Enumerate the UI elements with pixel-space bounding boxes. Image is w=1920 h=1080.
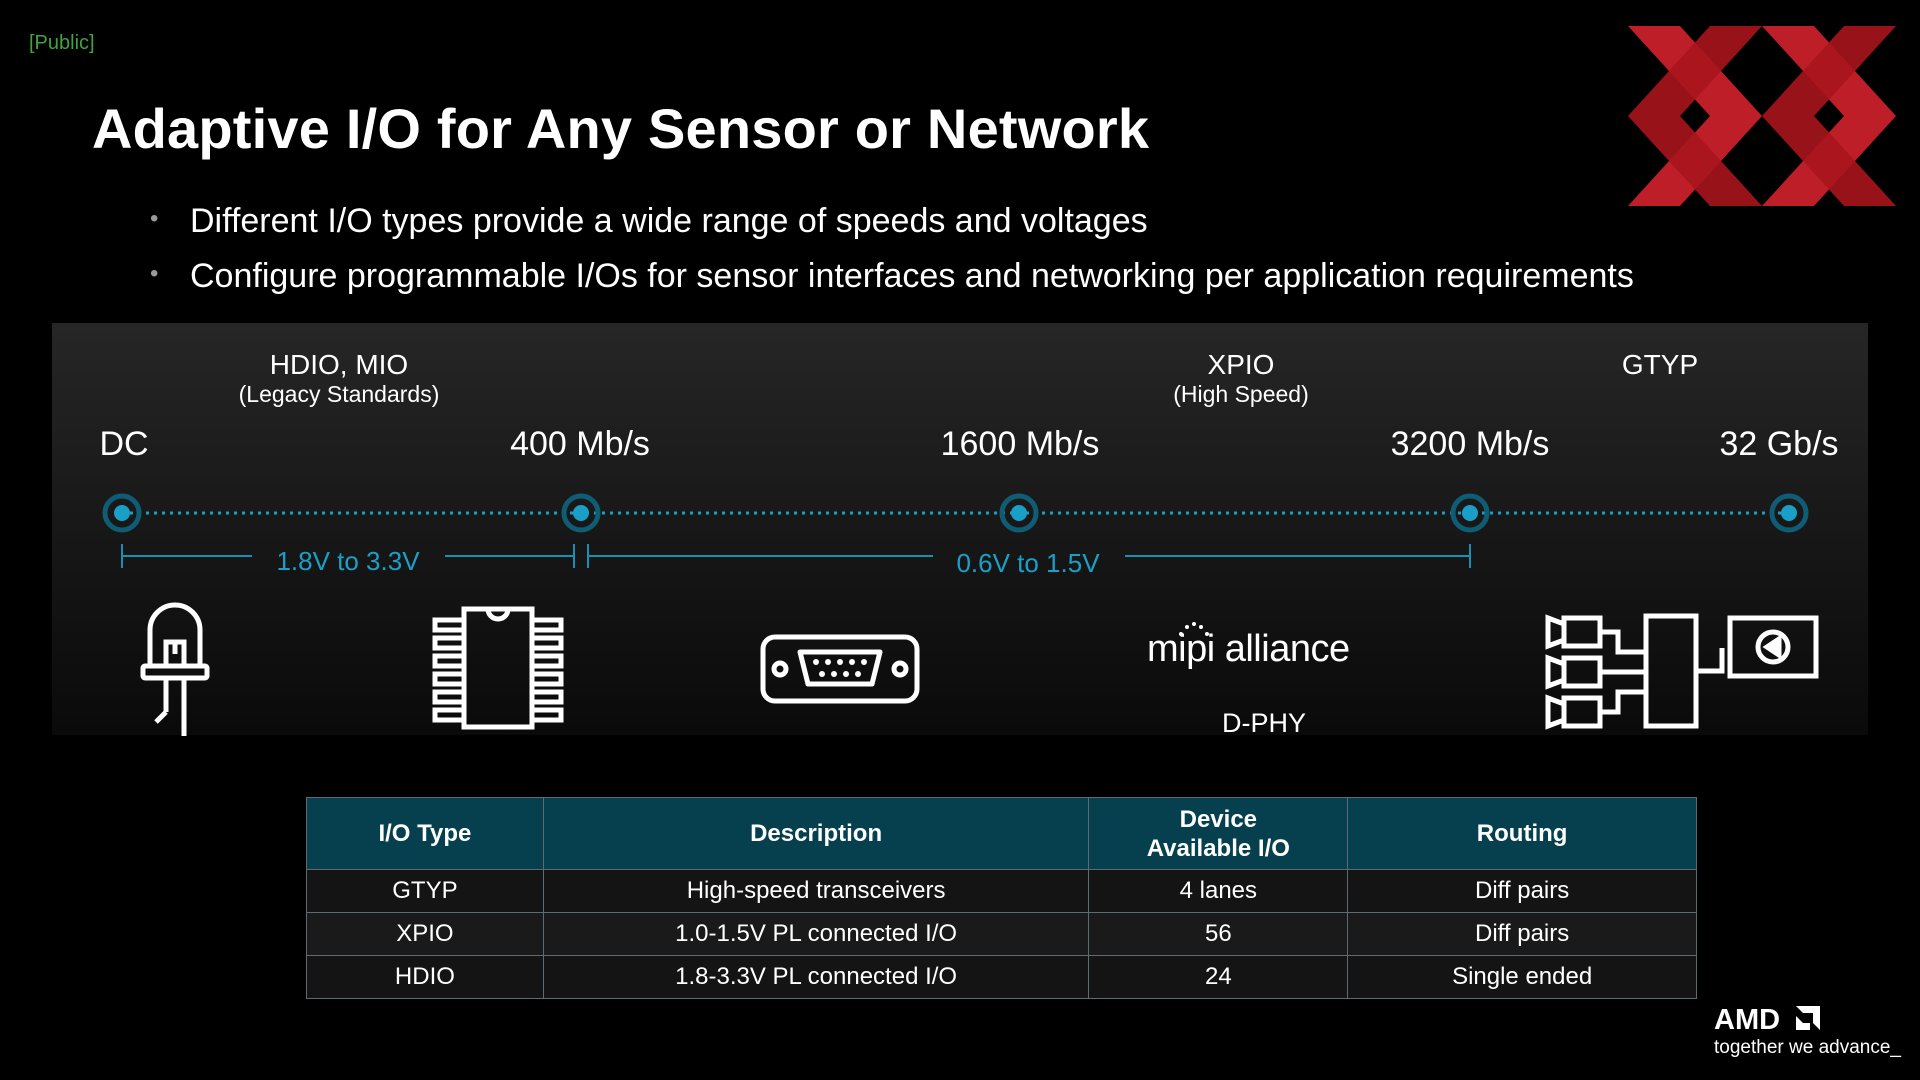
category-gtyp: GTYP: [1621, 349, 1699, 380]
voltage-range-hdio: 1.8V to 3.3V: [276, 546, 420, 576]
speed-label-1600: 1600 Mb/s: [940, 425, 1100, 463]
column-header-io-type: I/O Type: [306, 797, 544, 870]
timeline-node-center: [1011, 505, 1027, 521]
transceiver-block-icon: [1545, 613, 1819, 730]
led-icon: [140, 602, 210, 736]
voltage-range-xpio: 0.6V to 1.5V: [956, 548, 1100, 578]
table-row: XPIO 1.0-1.5V PL connected I/O 56 Diff p…: [306, 912, 1697, 956]
mipi-dots-icon: [1179, 622, 1209, 636]
timeline-node: [561, 493, 601, 533]
column-header-available-io: Device Available I/O: [1088, 797, 1349, 870]
timeline-node-center: [114, 505, 130, 521]
table-cell: 1.8-3.3V PL connected I/O: [542, 955, 1090, 999]
amd-logo-icon: AMD: [1714, 1004, 1820, 1034]
table-cell: Single ended: [1347, 955, 1697, 999]
timeline-node: [1450, 493, 1490, 533]
table-cell: GTYP: [306, 869, 544, 913]
column-header-description: Description: [542, 797, 1090, 870]
table-cell: XPIO: [306, 912, 544, 956]
svg-text:AMD: AMD: [1714, 1004, 1780, 1034]
bullet-item: •Configure programmable I/Os for sensor …: [150, 257, 1634, 295]
table-cell: 4 lanes: [1088, 869, 1349, 913]
ic-chip-icon: [432, 606, 564, 730]
table-cell: High-speed transceivers: [542, 869, 1090, 913]
slide-title: Adaptive I/O for Any Sensor or Network: [92, 97, 1150, 160]
timeline-node: [999, 493, 1039, 533]
table-row: GTYP High-speed transceivers 4 lanes Dif…: [306, 869, 1697, 913]
timeline-node-center: [1781, 505, 1797, 521]
column-header-routing: Routing: [1347, 797, 1697, 870]
timeline-node-center: [573, 505, 589, 521]
bullet-dot-icon: •: [150, 205, 159, 233]
classification-label: [Public]: [29, 32, 95, 54]
table-cell: Diff pairs: [1347, 869, 1697, 913]
timeline-node: [1769, 493, 1809, 533]
table-cell: 1.0-1.5V PL connected I/O: [542, 912, 1090, 956]
speed-label-32g: 32 Gb/s: [1719, 425, 1839, 463]
timeline-node: [102, 493, 142, 533]
speed-timeline: [102, 493, 1809, 568]
io-type-table: I/O Type Description Device Available I/…: [306, 797, 1697, 999]
table-cell: HDIO: [306, 955, 544, 999]
xilinx-x-logo-icon: [1628, 26, 1896, 206]
timeline-node-center: [1462, 505, 1478, 521]
table-row: HDIO 1.8-3.3V PL connected I/O 24 Single…: [306, 955, 1697, 999]
speed-label-400: 400 Mb/s: [510, 425, 650, 463]
table-cell: 56: [1088, 912, 1349, 956]
bullet-dot-icon: •: [150, 260, 159, 288]
serial-connector-icon: [760, 634, 920, 704]
amd-tagline: together we advance_: [1714, 1037, 1901, 1058]
speed-label-dc: DC: [99, 425, 149, 463]
table-cell: Diff pairs: [1347, 912, 1697, 956]
bullet-item: •Different I/O types provide a wide rang…: [150, 202, 1148, 240]
category-xpio: XPIO(High Speed): [1173, 349, 1309, 408]
table-cell: 24: [1088, 955, 1349, 999]
table-header-row: I/O Type Description Device Available I/…: [306, 797, 1697, 870]
category-hdio-mio: HDIO, MIO(Legacy Standards): [238, 349, 440, 408]
speed-label-3200: 3200 Mb/s: [1390, 425, 1550, 463]
d-phy-label: D-PHY: [1221, 708, 1307, 738]
